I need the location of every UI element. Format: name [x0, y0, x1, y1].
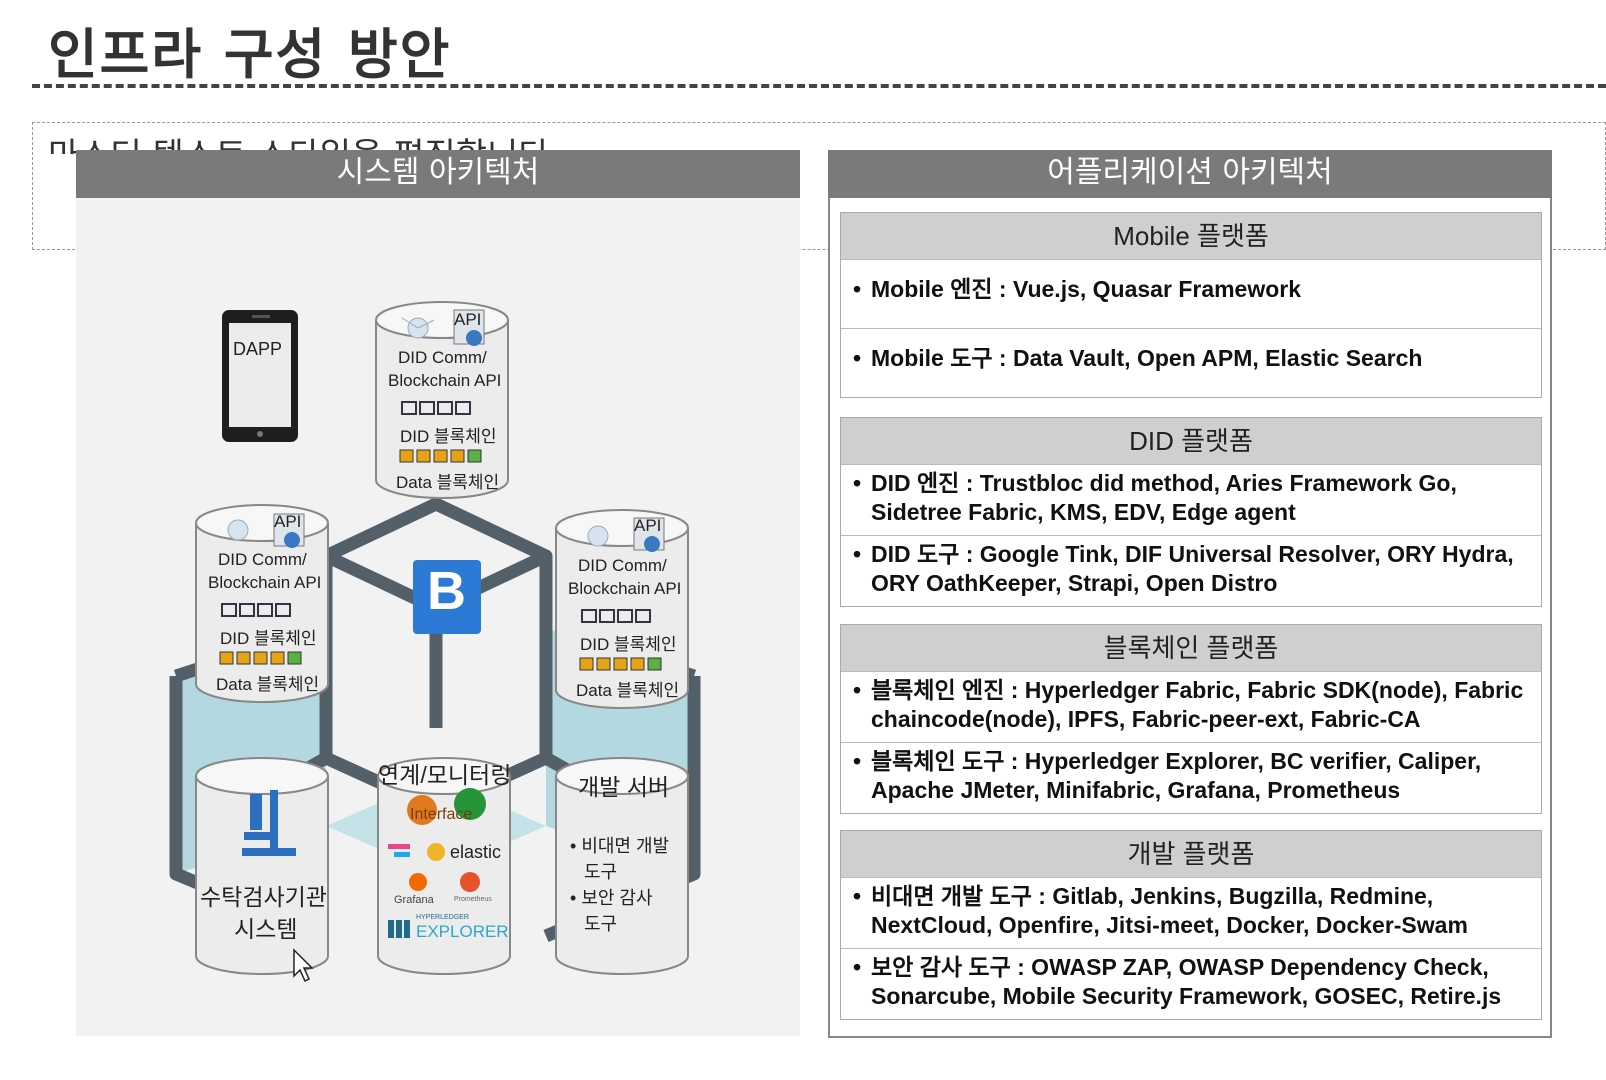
network-icon — [227, 519, 249, 541]
cylinder-inspection-cap — [195, 757, 329, 795]
grafana-label: Grafana — [394, 894, 434, 906]
microscope-icon — [242, 790, 296, 856]
globe-icon — [644, 536, 660, 552]
text-placeholder[interactable]: 마스터 텍스트 스타일을 편집합니다 — [48, 128, 550, 154]
hyperledger-logo-icon — [388, 920, 410, 938]
blockchain-api-label: Blockchain API — [208, 573, 322, 592]
grafana-logo-icon — [409, 873, 427, 891]
explorer-label: EXPLORER — [416, 922, 509, 941]
data-blockchain-chain-icon — [219, 651, 302, 665]
nginx-logo-icon — [454, 788, 486, 820]
blockchain-api-label: Blockchain API — [568, 579, 682, 598]
dev-server-item-1: • 비대면 개발 — [570, 836, 670, 856]
phone-speaker — [252, 315, 270, 318]
cylinder-monitoring-cap — [377, 757, 511, 795]
section-title: 개발 플랫폼 — [841, 831, 1541, 877]
elastic-label: elastic — [450, 842, 502, 862]
phone-button — [257, 431, 263, 437]
data-blockchain-label: Data 블록체인 — [576, 681, 680, 700]
elastic-logo-icon — [427, 843, 445, 861]
mobile-platform-section: Mobile 플랫폼 Mobile 엔진 : Vue.js, Quasar Fr… — [840, 212, 1542, 398]
did-platform-section: DID 플랫폼 DID 엔진 : Trustbloc did method, A… — [840, 417, 1542, 607]
api-label: API — [274, 512, 302, 531]
section-title: DID 플랫폼 — [841, 418, 1541, 464]
section-item: 보안 감사 도구 : OWASP ZAP, OWASP Dependency C… — [841, 948, 1541, 1019]
blockchain-logo-letter: B — [427, 561, 466, 621]
data-blockchain-label: Data 블록체인 — [216, 675, 320, 694]
data-blockchain-chain-icon — [579, 657, 662, 671]
globe-icon — [284, 532, 300, 548]
cylinder-inspection — [195, 776, 329, 975]
did-comm-label: DID Comm/ — [398, 348, 487, 367]
blockchain-logo-icon — [413, 560, 481, 634]
cylinder-dev-server-cap — [555, 757, 689, 795]
dev-server-item-1-text: 비대면 개발 — [581, 836, 670, 856]
did-blockchain-chain-icon — [221, 603, 291, 617]
did-blockchain-label: DID 블록체인 — [580, 635, 677, 654]
section-title: Mobile 플랫폼 — [841, 213, 1541, 259]
section-item: DID 도구 : Google Tink, DIF Universal Reso… — [841, 535, 1541, 606]
section-item: 블록체인 엔진 : Hyperledger Fabric, Fabric SDK… — [841, 671, 1541, 742]
inspection-system-line2: 시스템 — [234, 916, 298, 942]
title-divider — [32, 84, 1606, 88]
prometheus-label: Prometheus — [454, 896, 492, 903]
phone-screen — [229, 323, 291, 427]
inspection-system-line1: 수탁검사기관 — [200, 884, 327, 910]
dev-server-item-2-cont: 도구 — [584, 914, 618, 934]
dev-server-title: 개발 서버 — [578, 774, 670, 800]
did-blockchain-label: DID 블록체인 — [220, 629, 317, 648]
did-blockchain-chain-icon — [401, 401, 471, 415]
mouse-cursor-icon — [293, 948, 314, 983]
dev-server-item-2: • 보안 감사 — [570, 888, 653, 908]
cylinder-right-node-cap — [555, 509, 689, 547]
cylinder-top-node-cap — [375, 301, 509, 339]
section-item: DID 엔진 : Trustbloc did method, Aries Fra… — [841, 464, 1541, 535]
system-architecture-panel: 시스템 아키텍처 — [76, 150, 800, 1036]
interface-logo-icon — [407, 795, 437, 825]
architecture-diagram-svg — [169, 301, 701, 983]
did-comm-label: DID Comm/ — [218, 550, 307, 569]
system-architecture-diagram: DAPP API DID Comm/ Blockchain API DID 블록… — [76, 198, 800, 1036]
did-blockchain-chain-icon — [581, 609, 651, 623]
cylinder-dev-server — [555, 776, 689, 975]
did-comm-label: DID Comm/ — [578, 556, 667, 575]
api-label: API — [634, 516, 662, 535]
network-icon — [587, 525, 609, 547]
hyperledger-label: HYPERLEDGER — [416, 914, 469, 921]
data-blockchain-chain-icon — [399, 449, 482, 463]
blockchain-platform-section: 블록체인 플랫폼 블록체인 엔진 : Hyperledger Fabric, F… — [840, 624, 1542, 814]
kibana-logo-icon — [388, 844, 410, 857]
blockchain-api-label: Blockchain API — [388, 371, 502, 390]
application-architecture-header: 어플리케이션 아키텍처 — [828, 150, 1552, 198]
network-icon — [401, 317, 435, 339]
interface-logo-label: Interface — [410, 806, 473, 823]
did-blockchain-label: DID 블록체인 — [400, 427, 497, 446]
dapp-label: DAPP — [233, 339, 283, 359]
section-item: Mobile 엔진 : Vue.js, Quasar Framework — [841, 259, 1541, 328]
dev-server-item-1-cont: 도구 — [584, 862, 618, 882]
data-blockchain-label: Data 블록체인 — [396, 473, 500, 492]
dev-platform-section: 개발 플랫폼 비대면 개발 도구 : Gitlab, Jenkins, Bugz… — [840, 830, 1542, 1020]
section-item: 비대면 개발 도구 : Gitlab, Jenkins, Bugzilla, R… — [841, 877, 1541, 948]
application-architecture-panel: 어플리케이션 아키텍처 Mobile 플랫폼 Mobile 엔진 : Vue.j… — [828, 150, 1552, 1038]
section-title: 블록체인 플랫폼 — [841, 625, 1541, 671]
system-architecture-header: 시스템 아키텍처 — [76, 150, 800, 198]
globe-icon — [466, 330, 482, 346]
section-item: 블록체인 도구 : Hyperledger Explorer, BC verif… — [841, 742, 1541, 813]
cylinder-left-node-cap — [195, 504, 329, 542]
api-label: API — [454, 310, 482, 329]
dev-server-item-2-text: 보안 감사 — [581, 888, 653, 908]
page-title: 인프라 구성 방안 — [48, 23, 452, 86]
section-item: Mobile 도구 : Data Vault, Open APM, Elasti… — [841, 328, 1541, 397]
prometheus-logo-icon — [460, 872, 480, 892]
monitoring-title: 연계/모니터링 — [378, 762, 512, 788]
cylinder-monitoring — [377, 776, 511, 975]
